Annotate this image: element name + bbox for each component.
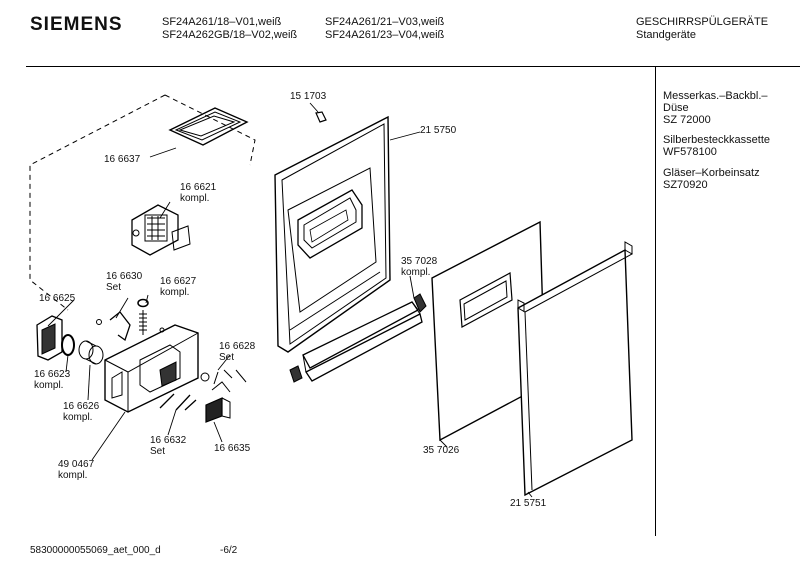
part-note: kompl. <box>63 412 93 423</box>
part-note: kompl. <box>180 193 210 204</box>
part-number: 16 6627 <box>160 276 197 287</box>
exploded-view-drawing <box>29 94 634 498</box>
dashed-assembly-line <box>164 94 256 166</box>
part-note: kompl. <box>401 267 431 278</box>
model-number: SF24A262GB/18–V02,weiß <box>162 29 298 41</box>
category-title: GESCHIRRSPÜLGERÄTE Standgeräte <box>636 16 768 42</box>
part-label: 15 1703 <box>290 91 327 102</box>
accessory-code: WF578100 <box>663 146 717 158</box>
accessory-name: Gläser–Korbeinsatz <box>663 167 760 179</box>
accessory-item: Gläser–Korbeinsatz SZ70920 <box>663 167 798 191</box>
spring-set-part <box>200 369 247 393</box>
dashed-assembly-line <box>29 94 166 311</box>
gasket-frame-part <box>168 107 249 146</box>
part-note: Set <box>106 282 122 293</box>
model-number: SF24A261/23–V04,weiß <box>325 29 445 41</box>
header-divider <box>26 66 800 67</box>
switch-part <box>205 397 231 423</box>
leader-lines <box>47 102 533 498</box>
part-label: 16 6625 <box>39 293 76 304</box>
accessory-code: SZ 72000 <box>663 114 711 126</box>
part-number: 49 0467 <box>58 459 95 470</box>
control-housing-part <box>104 324 199 413</box>
screw-part <box>137 298 149 335</box>
part-note: Set <box>219 352 235 363</box>
part-number: 16 6628 <box>219 341 256 352</box>
page-number: -6/2 <box>220 545 238 556</box>
part-note: kompl. <box>160 287 190 298</box>
part-number: 16 6632 <box>150 435 187 446</box>
model-number: SF24A261/21–V03,weiß <box>325 16 445 28</box>
accessory-item: Silberbesteckkassette WF578100 <box>663 134 798 158</box>
knob-part <box>78 340 104 365</box>
trim-strip-part <box>289 293 427 383</box>
part-number: 16 6630 <box>106 271 143 282</box>
category-label: GESCHIRRSPÜLGERÄTE <box>636 16 769 28</box>
part-note: Set <box>150 446 166 457</box>
small-parts-set <box>96 311 131 342</box>
document-id: 58300000055069_aet_000_d <box>30 545 161 556</box>
part-note: kompl. <box>58 470 88 481</box>
model-number: SF24A261/18–V01,weiß <box>162 16 282 28</box>
accessory-code: SZ70920 <box>663 179 708 191</box>
part-number: 16 6626 <box>63 401 100 412</box>
part-label: 16 6635 <box>214 443 251 454</box>
spring-set-part <box>159 393 197 411</box>
handle-part <box>36 315 63 361</box>
clip-part <box>315 111 327 123</box>
part-number: 35 7028 <box>401 256 438 267</box>
sidebar-divider <box>655 66 656 536</box>
part-note: kompl. <box>34 380 64 391</box>
inner-door-part <box>274 115 391 353</box>
accessory-name: Messerkas.–Backbl.–Düse <box>663 90 768 114</box>
subcategory-label: Standgeräte <box>636 29 696 41</box>
part-number: 16 6621 <box>180 182 217 193</box>
outer-door-part <box>517 241 634 497</box>
part-label: 21 5751 <box>510 498 547 509</box>
accessory-name: Silberbesteckkassette <box>663 134 770 146</box>
brand-logo: SIEMENS <box>30 14 123 35</box>
accessory-item: Messerkas.–Backbl.–Düse SZ 72000 <box>663 90 798 126</box>
part-label: 21 5750 <box>420 125 457 136</box>
panel-insert-part <box>131 204 191 256</box>
part-number: 16 6623 <box>34 369 71 380</box>
part-label: 35 7026 <box>423 445 460 456</box>
part-label: 16 6637 <box>104 154 141 165</box>
ring-part <box>61 334 75 356</box>
